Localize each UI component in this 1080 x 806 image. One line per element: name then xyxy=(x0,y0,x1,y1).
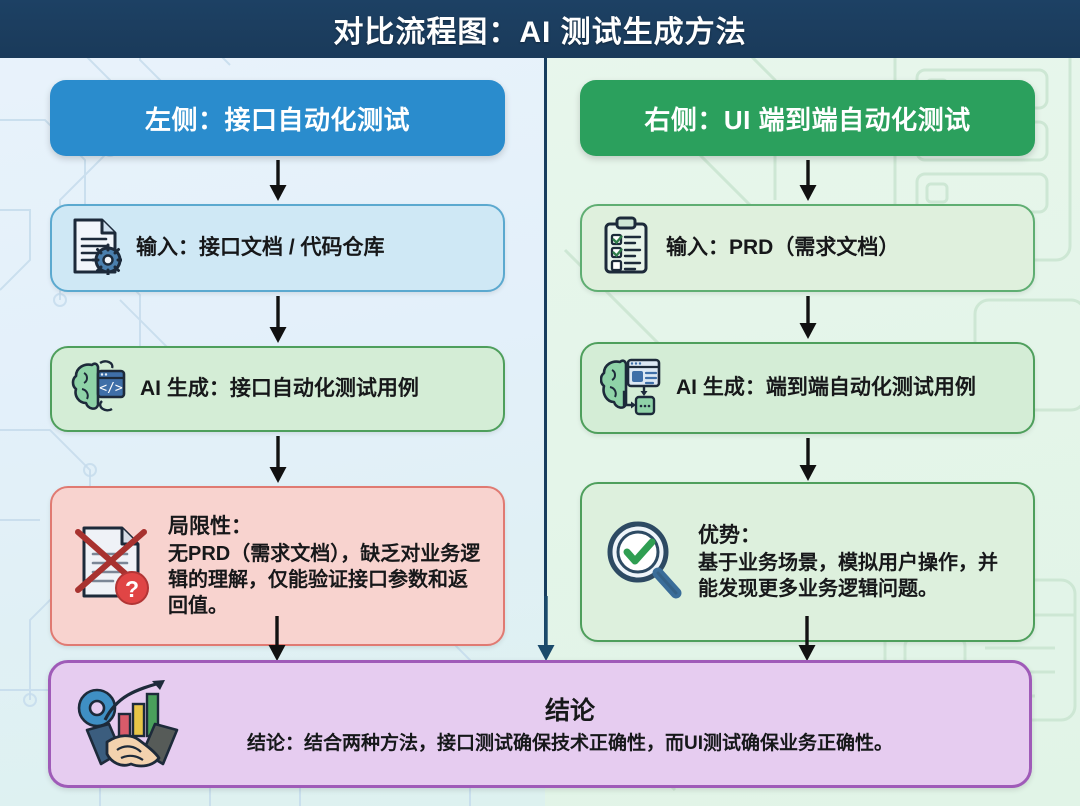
page-title: 对比流程图：AI 测试生成方法 xyxy=(333,16,747,49)
brain-code-icon: </> xyxy=(70,359,126,420)
left-column-header: 左侧：接口自动化测试 xyxy=(50,80,505,156)
magnifier-check-icon xyxy=(600,517,684,608)
clipboard-checklist-icon xyxy=(600,216,652,281)
conclusion-node: 结论 结论：结合两种方法，接口测试确保技术正确性，而UI测试确保业务正确性。 xyxy=(48,660,1032,788)
right-column-header: 右侧：UI 端到端自动化测试 xyxy=(580,80,1035,156)
left-limitation-heading: 局限性： xyxy=(168,514,252,538)
left-arrow-1-wrap xyxy=(50,156,505,204)
svg-text:?: ? xyxy=(125,576,139,602)
left-limitation-node: ? 局限性： 无PRD（需求文档），缺乏对业务逻辑的理解，仅能验证接口参数和返回… xyxy=(50,486,505,646)
conclusion-body: 结论 结论：结合两种方法，接口测试确保技术正确性，而UI测试确保业务正确性。 xyxy=(197,691,1003,757)
right-advantage-body: 基于业务场景，模拟用户操作，并能发现更多业务逻辑问题。 xyxy=(698,552,998,601)
right-arrow-1-wrap xyxy=(580,156,1035,204)
right-advantage-node: 优势： 基于业务场景，模拟用户操作，并能发现更多业务逻辑问题。 xyxy=(580,482,1035,642)
left-input-label: 输入：接口文档 / 代码仓库 xyxy=(136,236,385,260)
arrow-down-icon xyxy=(265,436,291,484)
right-input-label: 输入：PRD（需求文档） xyxy=(666,236,900,260)
right-column-header-label: 右侧：UI 端到端自动化测试 xyxy=(644,104,971,135)
right-ai-label: AI 生成：端到端自动化测试用例 xyxy=(676,376,976,400)
left-ai-node: </> AI 生成：接口自动化测试用例 xyxy=(50,346,505,432)
brain-flow-icon xyxy=(599,356,662,421)
right-arrow-2-wrap xyxy=(580,292,1035,342)
left-input-node: 输入：接口文档 / 代码仓库 xyxy=(50,204,505,292)
arrow-down-icon xyxy=(265,296,291,344)
handshake-growth-icon xyxy=(77,670,187,779)
right-advantage-heading: 优势： xyxy=(698,523,761,547)
right-column: 右侧：UI 端到端自动化测试 输入：PRD（需求文档） xyxy=(580,80,1035,642)
arrow-down-icon xyxy=(794,616,820,667)
right-advantage-text: 优势： 基于业务场景，模拟用户操作，并能发现更多业务逻辑问题。 xyxy=(698,522,1015,602)
document-crossed-question-icon: ? xyxy=(70,518,154,615)
document-gear-icon xyxy=(70,217,125,280)
arrow-down-icon xyxy=(795,438,821,482)
arrow-down-icon xyxy=(265,160,291,202)
left-limitation-body: 无PRD（需求文档），缺乏对业务逻辑的理解，仅能验证接口参数和返回值。 xyxy=(168,543,481,618)
left-ai-label: AI 生成：接口自动化测试用例 xyxy=(140,377,419,401)
left-arrow-2-wrap xyxy=(50,292,505,346)
arrow-down-icon xyxy=(795,160,821,202)
left-arrow-3-wrap xyxy=(50,432,505,486)
conclusion-title: 结论 xyxy=(544,696,595,725)
left-column: 左侧：接口自动化测试 输入：接口文档 / 代码仓库 xyxy=(50,80,505,646)
right-input-node: 输入：PRD（需求文档） xyxy=(580,204,1035,292)
left-limitation-text: 局限性： 无PRD（需求文档），缺乏对业务逻辑的理解，仅能验证接口参数和返回值。 xyxy=(168,513,485,619)
left-column-header-label: 左侧：接口自动化测试 xyxy=(144,104,410,135)
arrow-down-icon xyxy=(795,296,821,340)
right-arrow-3-wrap xyxy=(580,434,1035,482)
right-ai-node: AI 生成：端到端自动化测试用例 xyxy=(580,342,1035,434)
title-bar: 对比流程图：AI 测试生成方法 xyxy=(0,0,1080,58)
svg-text:</>: </> xyxy=(99,381,123,396)
arrow-down-icon xyxy=(264,616,290,667)
arrow-down-merge-icon xyxy=(533,596,559,667)
column-divider xyxy=(544,56,547,646)
conclusion-text: 结论：结合两种方法，接口测试确保技术正确性，而UI测试确保业务正确性。 xyxy=(246,732,893,754)
